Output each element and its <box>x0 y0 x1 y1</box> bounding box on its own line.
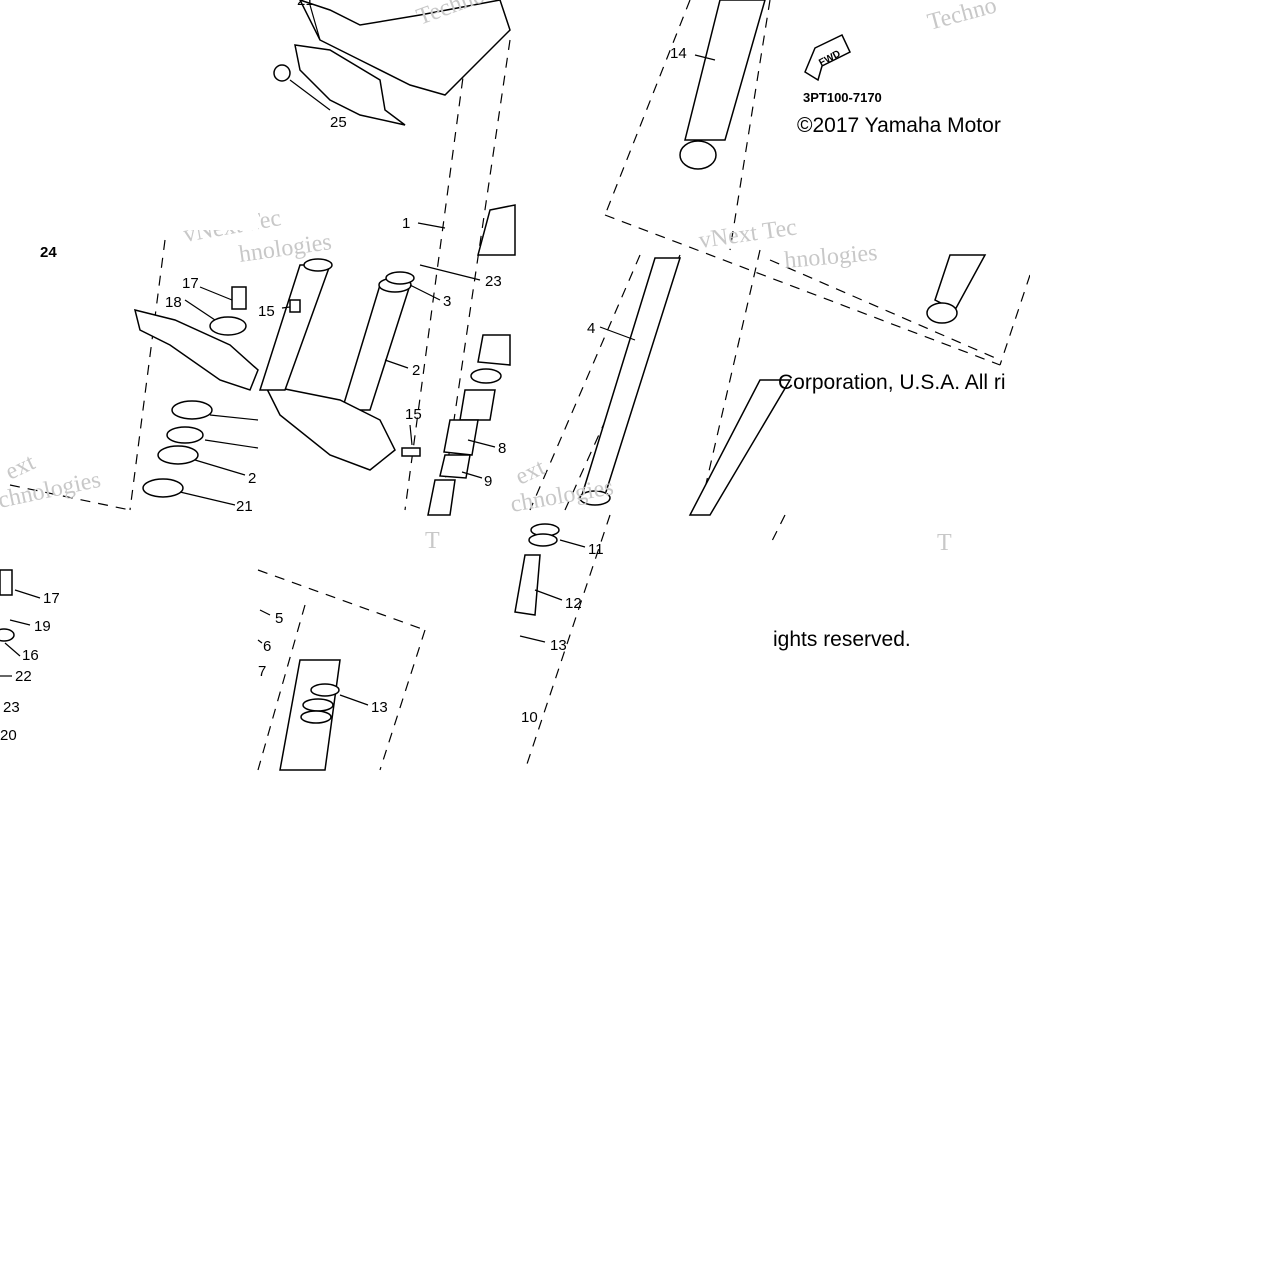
steering-column-parts <box>0 0 987 771</box>
callout-17a: 17 <box>182 275 199 292</box>
watermark: hnologies <box>783 240 878 274</box>
copyright-line-3: ights reserved. <box>773 628 911 651</box>
callout-9: 9 <box>484 473 492 490</box>
diagram-code: 3PT100-7170 <box>803 90 882 105</box>
callout-23b: 23 <box>3 699 20 716</box>
watermark: ext <box>512 454 550 490</box>
copyright-line-2: Corporation, U.S.A. All ri <box>778 371 1006 394</box>
leader-lines <box>0 4 716 706</box>
watermark: T <box>425 528 440 554</box>
callout-17b: 17 <box>43 590 60 607</box>
callout-1: 1 <box>402 215 410 232</box>
callout-3: 3 <box>443 293 451 310</box>
callout-2: 2 <box>412 362 420 379</box>
callout-6: 6 <box>263 638 271 655</box>
callout-11: 11 <box>588 541 604 558</box>
callout-16: 16 <box>22 647 39 664</box>
callout-19: 19 <box>34 618 51 635</box>
callouts: 21 25 14 1 24 23 3 2 4 17 18 15 15 8 9 2… <box>0 0 687 744</box>
callout-15a: 15 <box>258 303 275 320</box>
callout-10: 10 <box>521 709 538 726</box>
callout-7: 7 <box>258 663 266 680</box>
callout-21: 21 <box>236 498 253 515</box>
copyright-line-1: ©2017 Yamaha Motor <box>797 114 1001 137</box>
callout-14: 14 <box>670 45 687 62</box>
callout-22: 22 <box>15 668 32 685</box>
callout-13b: 13 <box>371 699 388 716</box>
callout-13a: 13 <box>550 637 567 654</box>
callout-12: 12 <box>565 595 582 612</box>
fwd-arrow-icon: FWD <box>804 33 851 82</box>
callout-8: 8 <box>498 440 506 457</box>
callout-24: 24 <box>40 244 57 261</box>
callout-5: 5 <box>275 610 283 627</box>
callout-25: 25 <box>330 114 347 131</box>
callout-21-top: 21 <box>297 0 314 9</box>
watermark: Techno <box>925 0 1000 36</box>
watermark: T <box>937 530 952 556</box>
callout-15b: 15 <box>405 406 422 423</box>
callout-18: 18 <box>165 294 182 311</box>
callout-2b: 2 <box>248 470 256 487</box>
callout-20: 20 <box>0 727 17 744</box>
callout-23a: 23 <box>485 273 502 290</box>
callout-4: 4 <box>587 320 595 337</box>
